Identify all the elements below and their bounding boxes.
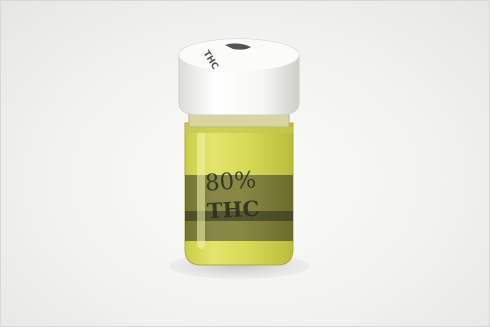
label-substance: THC — [206, 195, 260, 224]
vial: 80% THC THC — [175, 35, 303, 271]
vial-illustration — [178, 38, 300, 266]
label-percentage: 80% — [204, 167, 257, 197]
cap-scribble — [225, 43, 251, 50]
glass-highlight — [197, 131, 205, 249]
cap-body — [178, 55, 300, 116]
